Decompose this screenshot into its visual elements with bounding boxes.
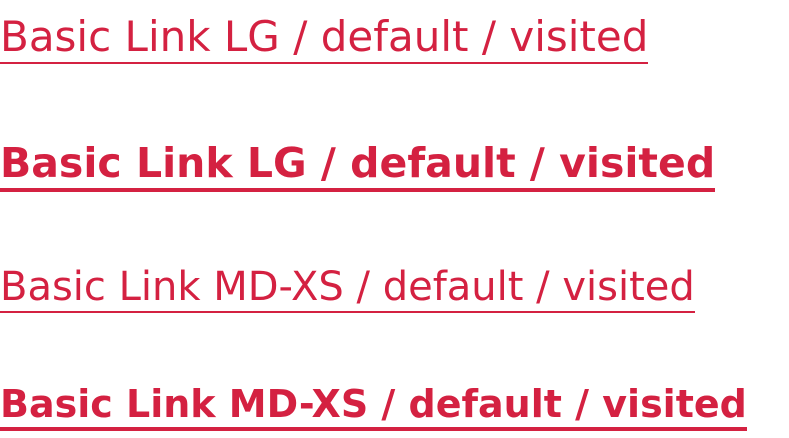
basic-link-lg-bold[interactable]: Basic Link LG / default / visited — [0, 143, 716, 192]
basic-link-md-xs-bold[interactable]: Basic Link MD-XS / default / visited — [0, 385, 747, 431]
basic-link-md-xs-regular[interactable]: Basic Link MD-XS / default / visited — [0, 267, 695, 313]
basic-link-md-xs-bold-label: Basic Link MD-XS / default / visited — [0, 385, 747, 431]
basic-link-lg-regular[interactable]: Basic Link LG / default / visited — [0, 16, 649, 64]
basic-link-lg-regular-label: Basic Link LG / default / visited — [0, 16, 649, 64]
basic-link-lg-bold-label: Basic Link LG / default / visited — [0, 143, 716, 192]
basic-link-md-xs-regular-label: Basic Link MD-XS / default / visited — [0, 267, 695, 313]
